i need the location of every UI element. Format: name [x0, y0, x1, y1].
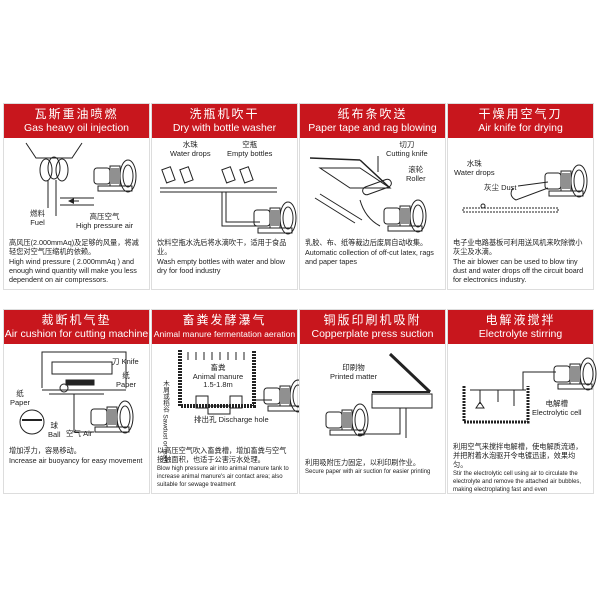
- description: 饮料空瓶水洗后将水滴吹干，适用于食品业。Wash empty bottles w…: [152, 238, 297, 275]
- title-zh: 裁断机气垫: [41, 313, 112, 327]
- title-zh: 畜粪发酵瀑气: [182, 313, 267, 327]
- knife-label: 刀 Knife: [112, 357, 139, 366]
- title-en: Air knife for drying: [478, 122, 563, 134]
- manure-tank-diagram: [178, 350, 272, 415]
- desc-en: Automatic collection of off-cut latex, r…: [305, 248, 434, 266]
- title-en: Air cushion for cutting machine: [4, 328, 149, 340]
- desc-zh: 饮料空瓶水洗后将水滴吹干，适用于食品业。: [157, 238, 287, 256]
- description: 利用吸附压力固定，以利印刷作业。 Secure paper with air su…: [300, 438, 445, 476]
- desc-zh: 以高压空气吹入畜粪槽，增加畜粪与空气接触面积，也适于公害污水处理。: [157, 446, 287, 464]
- desc-zh: 利用空气来搅拌电解槽，使电解质流通，并把附着水泡驱开令电镀迅速，效果均匀。: [453, 442, 583, 469]
- description: 乳胶、布、纸等裁边后废屑自动收集。Automatic collection of…: [300, 238, 445, 266]
- description: 高风压(2.000mmAq)及足够的风量，将减轻您对空气压缩机的依赖。High …: [4, 238, 149, 284]
- desc-en: Stir the electrolytic cell using air to …: [453, 471, 582, 493]
- title-en: Electrolyte stirring: [478, 328, 563, 340]
- bottle-line-diagram: [160, 166, 277, 227]
- press-diagram: [358, 352, 433, 438]
- desc-zh: 高风压(2.000mmAq)及足够的风量，将减轻您对空气压缩机的依赖。: [9, 238, 139, 256]
- title-zh: 铜版印刷机吸附: [323, 313, 422, 327]
- title-en: Paper tape and rag blowing: [308, 122, 437, 134]
- title-zh: 纸布条吹送: [337, 107, 408, 121]
- title-zh: 洗瓶机吹干: [189, 107, 260, 121]
- desc-en: Secure paper with air suction for easier…: [305, 469, 431, 475]
- desc-zh: 增加浮力，容易移动。: [9, 446, 81, 455]
- description: 增加浮力，容易移动。Increase air buoyancy for easy…: [4, 438, 149, 465]
- burner-diagram: [25, 142, 94, 216]
- desc-zh: 乳胶、布、纸等裁边后废屑自动收集。: [305, 238, 428, 247]
- desc-en: Increase air buoyancy for easy movement: [9, 456, 143, 465]
- title-zh: 电解液搅拌: [485, 313, 556, 327]
- dust-label: 灰尘 Dust: [484, 183, 517, 192]
- sawdust-label: 木屑或稻谷 Sawdust or grain: [161, 380, 169, 464]
- title-en: Gas heavy oil injection: [23, 122, 130, 134]
- title-en: Dry with bottle washer: [172, 122, 277, 134]
- title-zh: 干燥用空气刀: [478, 107, 563, 121]
- desc-en: Blow high pressure air into animal manur…: [157, 466, 289, 488]
- title-zh: 瓦斯重油喷燃: [34, 107, 119, 121]
- panel-header: 畜粪发酵瀑气 Animal manure fermentation aeratio…: [152, 310, 297, 344]
- title-en: Copperplate press suction: [311, 328, 434, 340]
- desc-zh: 电子业电路基板可利用送风机来吹除微小灰尘及水滴。: [453, 238, 583, 256]
- desc-zh: 利用吸附压力固定，以利印刷作业。: [305, 458, 421, 467]
- desc-en: Wash empty bottles with water and blow d…: [157, 257, 285, 275]
- description: 以高压空气吹入畜粪槽，增加畜粪与空气接触面积，也适于公害污水处理。 Blow hi…: [152, 438, 297, 489]
- description: 电子业电路基板可利用送风机来吹除微小灰尘及水滴。The air blower c…: [448, 238, 593, 284]
- desc-en: The air blower can be used to blow tiny …: [453, 257, 584, 284]
- paper-tape-diagram: [309, 156, 392, 227]
- title-en: Animal manure fermentation aeration: [153, 329, 296, 339]
- cutting-machine-diagram: [19, 351, 127, 435]
- description: 利用空气来搅拌电解槽，使电解质流通，并把附着水泡驱开令电镀迅速，效果均匀。Sti…: [448, 438, 593, 494]
- panel-manure-aeration: 畜粪发酵瀑气 Animal manure fermentation aeratio…: [151, 309, 307, 494]
- circuit-board-diagram: [462, 181, 559, 213]
- desc-en: High wind pressure ( 2.000mmAq ) and eno…: [9, 257, 137, 284]
- discharge-hole-label: 排出孔 Discharge hole: [194, 415, 269, 424]
- air-label: 空气 Air: [66, 429, 93, 438]
- electrolytic-cell-diagram: [462, 371, 556, 424]
